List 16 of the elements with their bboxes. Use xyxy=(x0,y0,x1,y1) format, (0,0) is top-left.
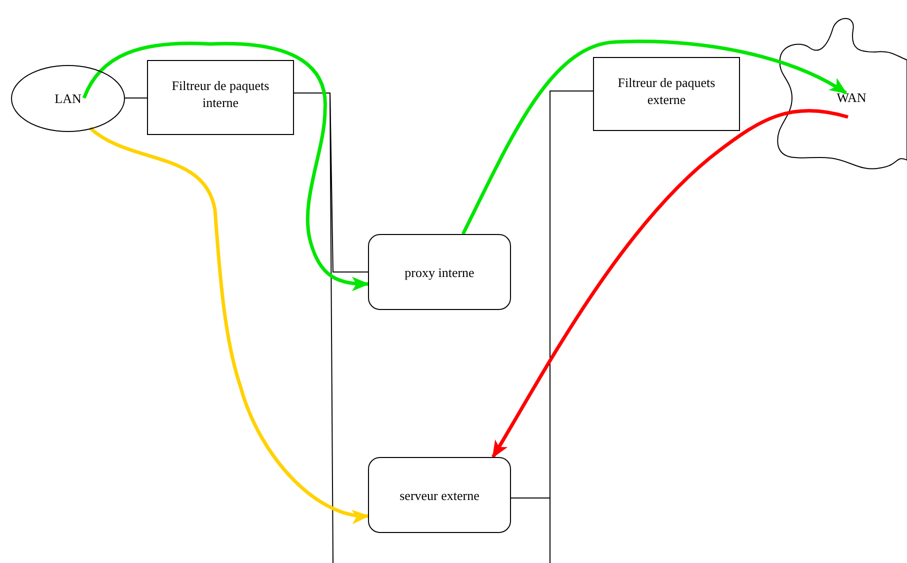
traffic-arrow xyxy=(461,40,848,235)
server-box xyxy=(368,234,511,310)
node-label: proxy interne xyxy=(404,264,474,280)
server-box xyxy=(368,457,511,533)
node-label: Filtreur de paquets externe xyxy=(616,74,716,108)
network-ellipse xyxy=(11,65,125,132)
node-label: WAN xyxy=(836,89,866,106)
traffic-arrow xyxy=(88,126,370,523)
filter-box xyxy=(593,57,740,131)
traffic-arrow xyxy=(492,109,848,458)
network-cloud xyxy=(777,18,907,170)
node-label: serveur externe xyxy=(400,486,480,504)
traffic-arrow xyxy=(82,42,370,291)
node-label: Filtreur de paquets interne xyxy=(170,77,270,111)
node-label: LAN xyxy=(54,90,82,107)
filter-box xyxy=(147,60,294,135)
